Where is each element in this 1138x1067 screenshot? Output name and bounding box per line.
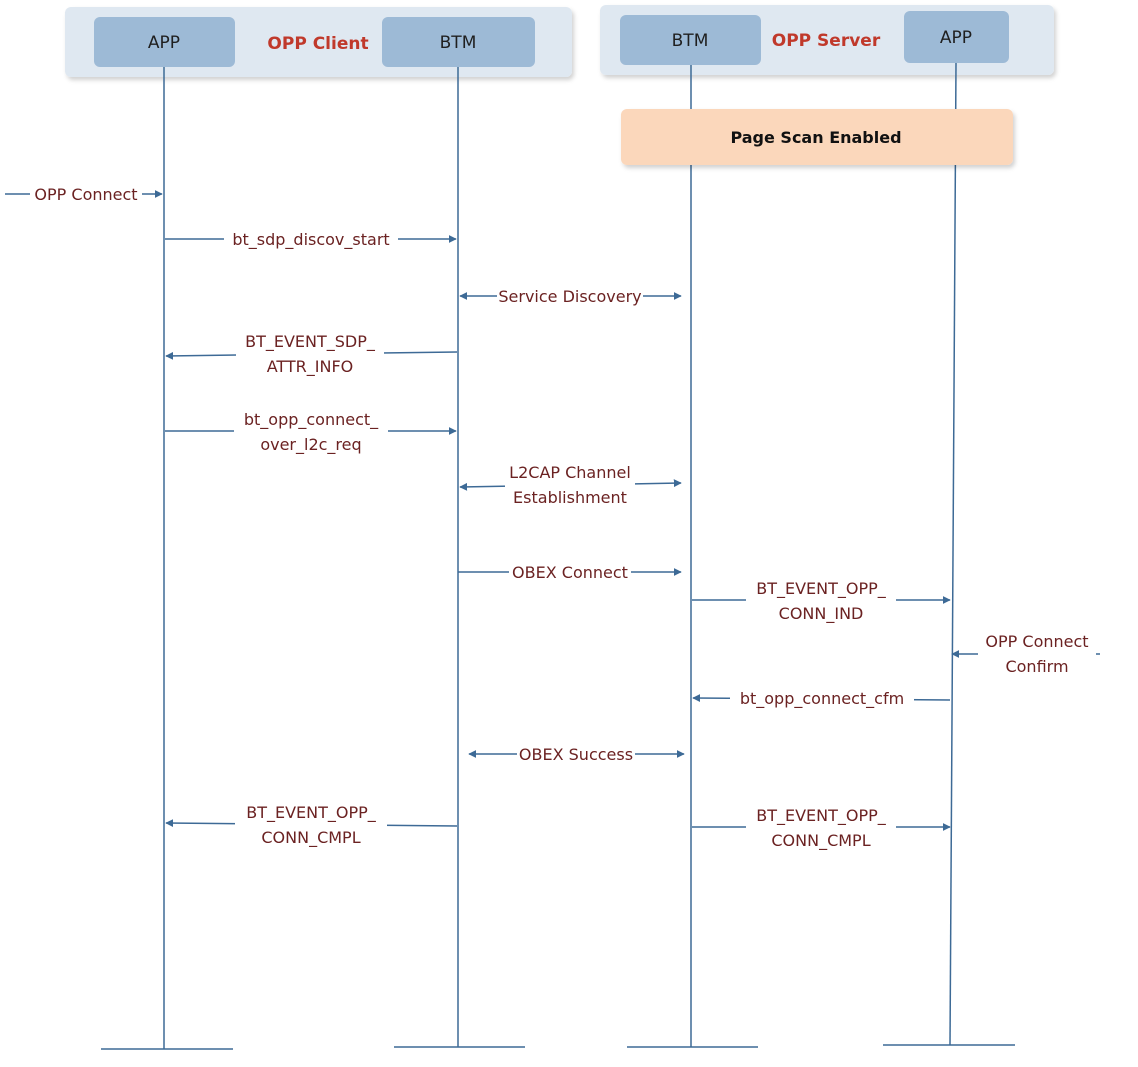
conn-ind-label-line2: CONN_IND <box>779 604 864 624</box>
obex-success-label: OBEX Success <box>519 745 633 764</box>
opp-server-title: OPP Server <box>772 31 881 51</box>
client-conn-cmpl-label-line1: BT_EVENT_OPP_ <box>246 803 377 823</box>
opp-connect-req-label-line1: bt_opp_connect_ <box>244 410 379 430</box>
opp-client-title: OPP Client <box>267 34 368 54</box>
server-btm-label: BTM <box>672 31 709 51</box>
connect-cfm-label: bt_opp_connect_cfm <box>740 689 904 709</box>
sdp-discov-start-label: bt_sdp_discov_start <box>232 230 389 250</box>
conn-ind-label-line1: BT_EVENT_OPP_ <box>756 579 887 599</box>
client-app-label: APP <box>148 33 180 53</box>
server-btm-box <box>620 15 761 65</box>
server-conn-cmpl-label-line2: CONN_CMPL <box>771 831 870 851</box>
client-btm-label: BTM <box>440 33 477 53</box>
l2cap-label-line1: L2CAP Channel <box>509 463 631 482</box>
opp-connect-confirm-label-line1: OPP Connect <box>985 632 1088 651</box>
opp-connect-label: OPP Connect <box>34 185 137 204</box>
client-btm-box <box>382 17 535 67</box>
service-discovery-label: Service Discovery <box>498 287 641 306</box>
client-conn-cmpl-label-line2: CONN_CMPL <box>261 828 360 848</box>
opp-connect-confirm-label-line2: Confirm <box>1005 657 1068 676</box>
page-scan-note-text: Page Scan Enabled <box>730 128 901 147</box>
obex-connect-label: OBEX Connect <box>512 563 628 582</box>
sdp-attr-info-label-line1: BT_EVENT_SDP_ <box>245 332 376 352</box>
page-scan-note <box>621 109 1013 165</box>
server-app-label: APP <box>940 28 972 48</box>
opp-connect-req-label-line2: over_l2c_req <box>260 435 361 455</box>
server-app-box <box>904 11 1009 63</box>
l2cap-label-line2: Establishment <box>513 488 627 507</box>
server-app-lifeline <box>949 62 957 1046</box>
client-app-box <box>94 17 235 67</box>
sdp-attr-info-label-line2: ATTR_INFO <box>267 357 354 377</box>
server-conn-cmpl-label-line1: BT_EVENT_OPP_ <box>756 806 887 826</box>
